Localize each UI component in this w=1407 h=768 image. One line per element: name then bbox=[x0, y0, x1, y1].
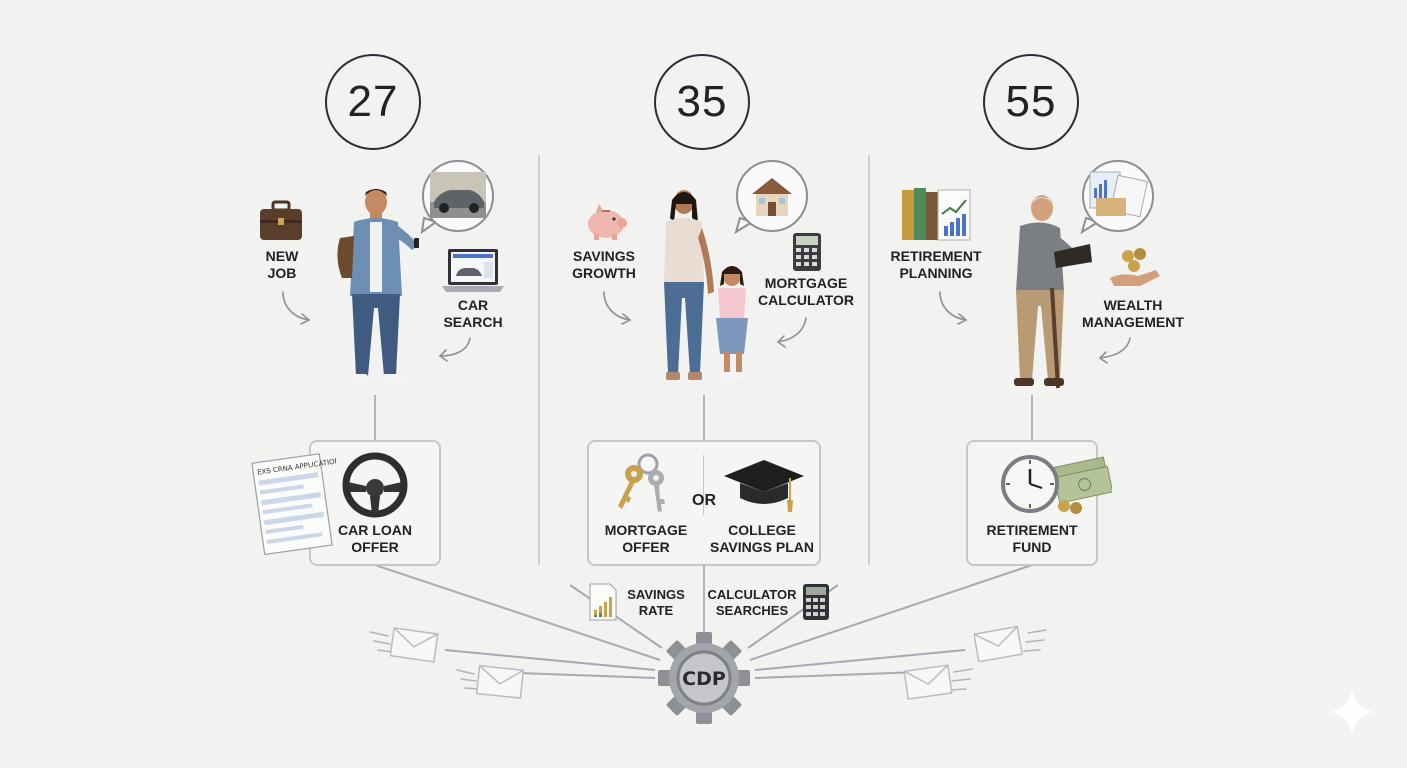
age-value: 27 bbox=[347, 77, 399, 126]
mother-child-figure bbox=[664, 190, 748, 380]
savings-rate-chart-icon bbox=[589, 583, 617, 621]
piggy-bank-icon bbox=[588, 204, 627, 240]
offer-divider bbox=[703, 455, 704, 515]
laptop-car-search-icon bbox=[442, 249, 504, 292]
coins-hand-icon bbox=[1110, 248, 1160, 286]
offer-box-mortgage-college[interactable] bbox=[587, 440, 821, 566]
age-circle-27: 27 bbox=[325, 54, 421, 150]
loan-application-form-icon: EXS CRNA APPLICATION bbox=[251, 453, 336, 556]
age-circle-55: 55 bbox=[983, 54, 1079, 150]
sparkle-icon bbox=[1330, 688, 1374, 736]
envelope-icon bbox=[904, 664, 953, 700]
briefcase-icon bbox=[260, 200, 302, 240]
clock-money-icon bbox=[1001, 455, 1112, 514]
house-thought-bubble-icon bbox=[734, 160, 808, 235]
steering-wheel-icon bbox=[342, 452, 408, 518]
envelope-icon bbox=[974, 626, 1023, 662]
finance-documents-thought-bubble-icon bbox=[1080, 160, 1154, 235]
car-thought-bubble-icon bbox=[420, 160, 494, 235]
older-man-figure bbox=[1014, 195, 1092, 389]
or-separator: OR bbox=[692, 492, 716, 509]
calculator-searches-icon bbox=[803, 584, 829, 620]
cdp-gear-hub[interactable]: CDP bbox=[656, 630, 752, 726]
binders-charts-icon bbox=[902, 188, 971, 241]
age-value: 55 bbox=[1005, 77, 1057, 126]
cdp-label: CDP bbox=[682, 668, 726, 690]
graduation-cap-icon bbox=[724, 460, 804, 512]
calculator-icon bbox=[793, 233, 821, 271]
envelope-icon bbox=[476, 664, 525, 699]
age-value: 35 bbox=[676, 77, 728, 126]
age-circle-35: 35 bbox=[654, 54, 750, 150]
young-man-figure bbox=[337, 189, 419, 384]
envelope-icon bbox=[390, 627, 439, 663]
keys-icon bbox=[618, 453, 665, 512]
